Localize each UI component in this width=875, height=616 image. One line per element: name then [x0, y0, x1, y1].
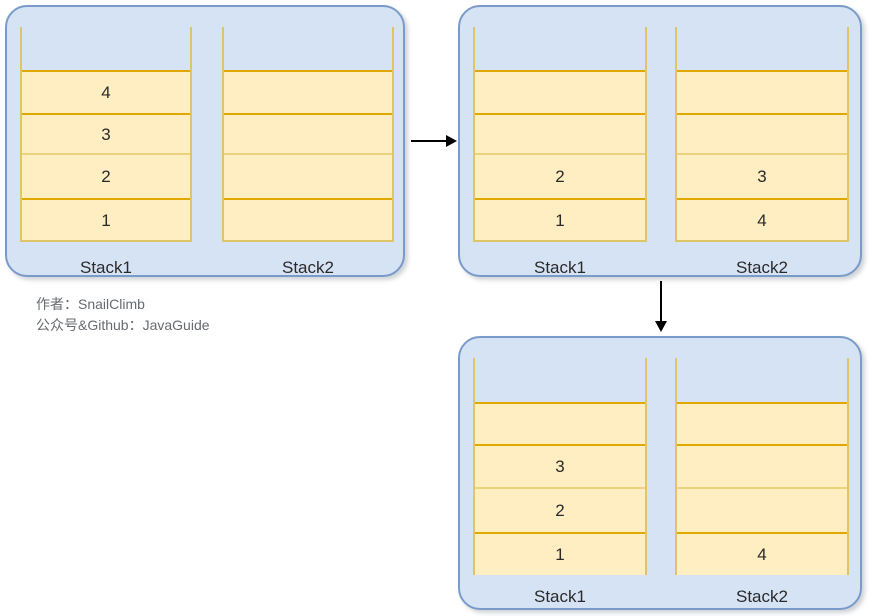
stack-panel-3: 3 2 1 Stack1 4 Stack2 — [458, 336, 862, 610]
stack-wall-right-icon — [847, 358, 849, 405]
stack-cell — [677, 113, 847, 153]
stack-cells — [222, 70, 394, 242]
stack-cell: 1 — [22, 198, 190, 240]
stack-cell: 4 — [677, 532, 847, 575]
stack-wall-left-icon — [473, 27, 475, 73]
panel-1-stack-2 — [222, 27, 394, 242]
panel-1-stack-1: 4 3 2 1 — [20, 27, 192, 242]
stack-cell — [677, 70, 847, 113]
stack-wall-right-icon — [645, 358, 647, 405]
stack-cells: 3 2 1 — [473, 402, 647, 575]
stack-cell — [224, 70, 392, 113]
stack-cell: 4 — [677, 198, 847, 240]
stack-wall-left-icon — [222, 27, 224, 73]
stack-cell — [224, 113, 392, 153]
stack-wall-left-icon — [473, 358, 475, 405]
stack-wall-left-icon — [675, 27, 677, 73]
panel-2-stack-2-label: Stack2 — [736, 258, 788, 277]
stack-wall-right-icon — [392, 27, 394, 73]
stack-cell — [475, 113, 645, 153]
stack-cell — [677, 487, 847, 532]
stack-cells: 3 4 — [675, 70, 849, 242]
stack-cell — [224, 153, 392, 198]
stack-wall-right-icon — [190, 27, 192, 73]
panel-2-stack-2: 3 4 — [675, 27, 849, 242]
stack-cell: 2 — [475, 153, 645, 198]
stack-wall-left-icon — [675, 358, 677, 405]
arrow-shaft — [660, 281, 662, 323]
panel-3-stack-2: 4 — [675, 358, 849, 575]
stack-cell: 2 — [22, 153, 190, 198]
credits-author-line: 作者：SnailClimb — [36, 296, 145, 312]
panel-1-stack-1-label: Stack1 — [80, 258, 132, 277]
stack-cell: 3 — [475, 444, 645, 487]
stack-cell — [677, 402, 847, 444]
stack-cells: 2 1 — [473, 70, 647, 242]
stack-cell — [224, 198, 392, 240]
arrow-shaft — [411, 140, 448, 142]
stack-cell: 3 — [677, 153, 847, 198]
panel-3-stack-1-label: Stack1 — [534, 587, 586, 606]
credits-block: 作者：SnailClimb 公众号&Github：JavaGuide — [36, 294, 210, 336]
stack-cell — [475, 402, 645, 444]
stack-cell: 3 — [22, 113, 190, 153]
stack-cell: 1 — [475, 198, 645, 240]
stack-panel-1: 4 3 2 1 Stack1 Stack2 — [5, 5, 405, 277]
panel-3-stack-2-label: Stack2 — [736, 587, 788, 606]
panel-3-stack-1: 3 2 1 — [473, 358, 647, 575]
stack-cell: 2 — [475, 487, 645, 532]
panel-2-stack-1-label: Stack1 — [534, 258, 586, 277]
stack-wall-left-icon — [20, 27, 22, 73]
stack-cells: 4 — [675, 402, 849, 575]
arrow-head-icon — [446, 135, 457, 147]
stack-cells: 4 3 2 1 — [20, 70, 192, 242]
stack-cell: 1 — [475, 532, 645, 575]
stack-cell: 4 — [22, 70, 190, 113]
stack-panel-2: 2 1 Stack1 3 4 Stack2 — [458, 5, 862, 277]
credits-account-line: 公众号&Github：JavaGuide — [36, 317, 210, 333]
stack-wall-right-icon — [645, 27, 647, 73]
stack-wall-right-icon — [847, 27, 849, 73]
stack-cell — [475, 70, 645, 113]
panel-1-stack-2-label: Stack2 — [282, 258, 334, 277]
arrow-head-icon — [655, 321, 667, 332]
stack-cell — [677, 444, 847, 487]
panel-2-stack-1: 2 1 — [473, 27, 647, 242]
